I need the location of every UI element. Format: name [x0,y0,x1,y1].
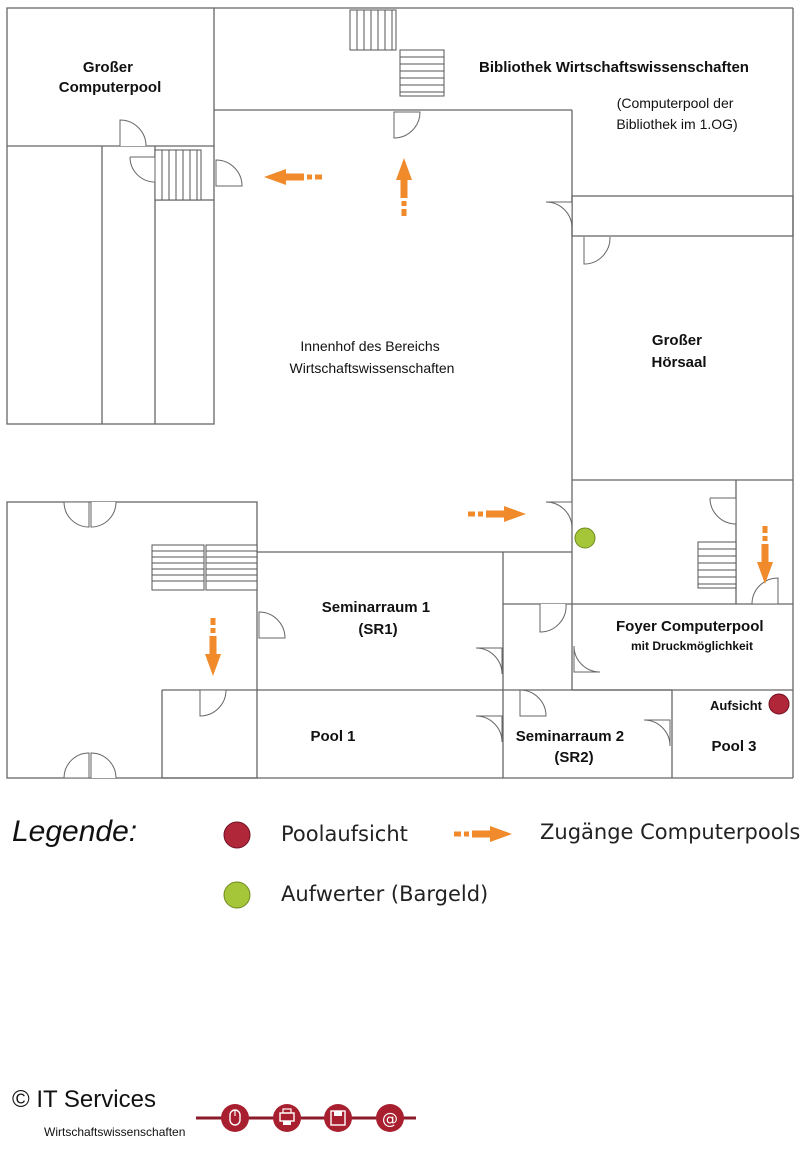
legend-label-poolaufsicht: Poolaufsicht [281,822,408,846]
doors [63,111,779,779]
aufwerter-marker [574,527,596,549]
room-label-seminarraum1: Seminarraum 1 (SR1) [322,599,435,638]
stairs [151,9,737,591]
legend-aufwerter-marker [223,881,251,909]
legend-poolaufsicht-marker [223,821,251,849]
room-label-pool1: Pool 1 [310,728,355,745]
arrow-icon [757,526,773,584]
legend-arrow-icon [454,826,512,842]
room-labels: Großer Computerpool Bibliothek Wirtschaf… [59,59,768,766]
legend-label-zugaenge: Zugänge Computerpools [540,820,801,844]
footer-subtitle: Wirtschaftswissenschaften [44,1125,186,1139]
room-label-bibliothek: Bibliothek Wirtschaftswissenschaften [479,59,749,76]
arrow-icon [205,618,221,676]
legend-title: Legende: [12,815,138,848]
arrow-icon [396,158,412,216]
footer-brand: © IT Services [12,1086,156,1113]
poolaufsicht-marker [768,693,790,715]
arrow-icon [468,506,526,522]
floppy-disk-icon [324,1104,352,1132]
room-note-bibliothek: (Computerpool der Bibliothek im 1.OG) [616,95,737,132]
room-label-innenhof: Innenhof des Bereichs Wirtschaftswissens… [290,338,455,376]
svg-text:@: @ [382,1109,398,1128]
room-label-pool3: Pool 3 [711,738,756,755]
room-label-seminarraum2: Seminarraum 2 (SR2) [516,728,629,766]
mouse-icon [221,1104,249,1132]
legend-graphics [223,821,512,909]
legend-label-aufwerter: Aufwerter (Bargeld) [281,882,489,906]
room-label-aufsicht: Aufsicht [710,698,763,713]
printer-icon [273,1104,301,1132]
arrow-icon [264,169,322,185]
room-label-foyer: Foyer Computerpool mit Druckmöglichkeit [616,618,768,653]
room-label-grosser-computerpool: Großer Computerpool [59,59,162,96]
room-label-grosser-hoersaal: Großer Hörsaal [651,332,706,371]
footer-brand-strip: @ [196,1104,416,1132]
at-sign-icon: @ [376,1104,404,1132]
